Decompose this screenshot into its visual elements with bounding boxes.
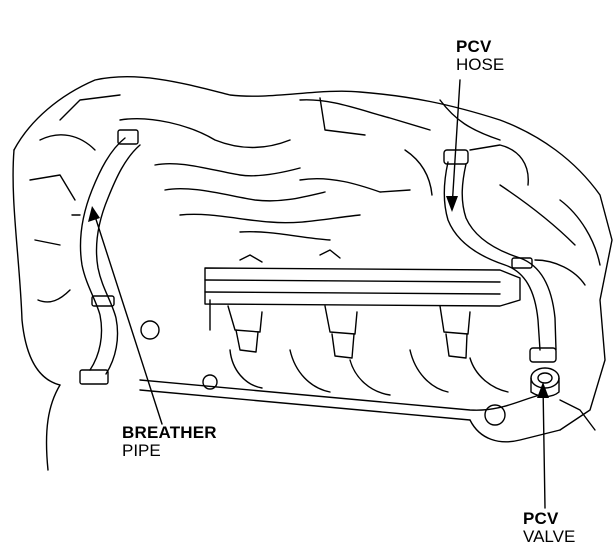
pcv-hose-drawing [443,149,557,363]
pcv-hose-label-line2: HOSE [456,54,505,74]
pcv-valve-arrow [537,382,549,398]
pcv-valve-label-line2: VALVE [523,526,576,546]
pcv-hose-leader [451,79,461,209]
pcv-valve-label: PCV VALVE [523,510,575,546]
lower-manifold [139,379,541,411]
breather-pipe-leader [92,209,163,425]
pcv-hose-arrow [446,196,458,212]
breather-pipe-label: BREATHER PIPE [122,424,217,460]
fuel-rail [204,267,521,307]
pcv-hose-label: PCV HOSE [456,38,504,74]
breather-pipe [71,129,141,385]
pcv-hose-label-line1: PCV [456,37,492,56]
breather-pipe-label-line1: BREATHER [122,423,217,442]
pcv-valve-label-line1: PCV [523,509,559,528]
breather-pipe-arrow [88,206,100,222]
pcv-valve-leader [542,384,546,509]
engine-outline [13,76,613,431]
breather-pipe-label-line2: PIPE [122,440,161,460]
